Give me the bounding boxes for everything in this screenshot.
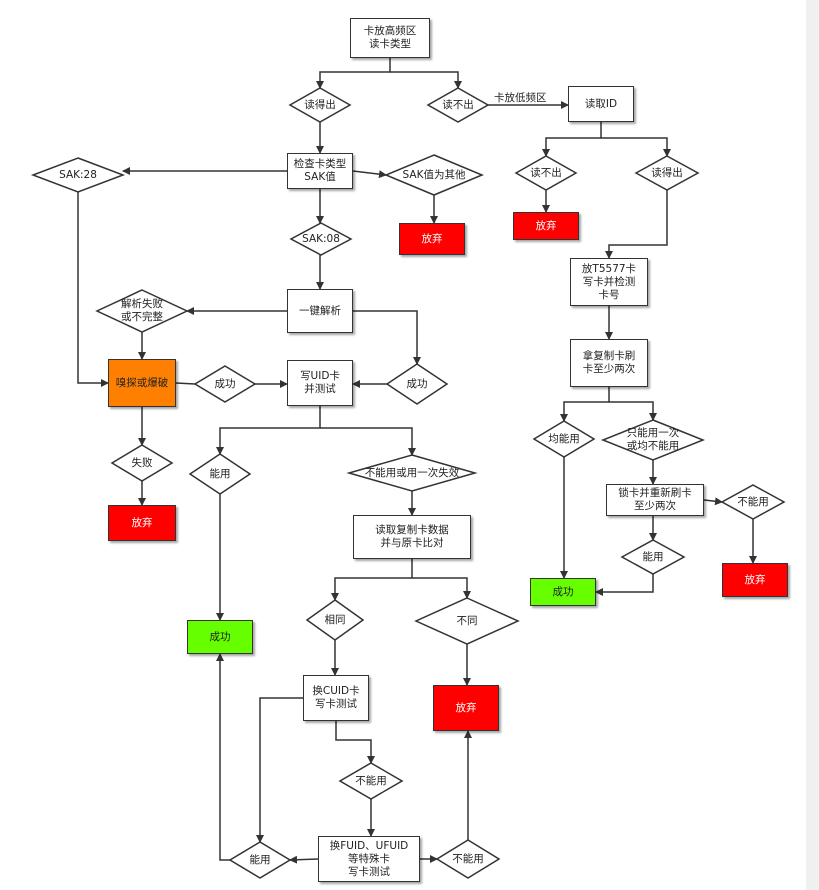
- decision-once-only: 只能用一次 或均不能用: [626, 427, 680, 452]
- node-giveup-3: 放弃: [108, 505, 176, 541]
- connector-36: [331, 559, 413, 601]
- connector-23: [560, 387, 610, 422]
- connector-26: [320, 427, 416, 456]
- decision-id-fail: 读不出: [530, 166, 562, 179]
- node-giveup-2: 放弃: [513, 212, 579, 240]
- decision-usable-bottom-shape: [228, 841, 292, 879]
- node-t5577: 放T5577卡 写卡并检测 卡号: [570, 258, 648, 306]
- decision-success-right-shape: [385, 363, 449, 405]
- decision-success-left-shape: [193, 365, 257, 403]
- edge-label-low-freq: 卡放低频区: [494, 92, 547, 104]
- decision-unusable-bottom-shape: [435, 839, 501, 879]
- decision-can-read: 读得出: [304, 98, 336, 111]
- node-start: 卡放高频区 读卡类型: [350, 18, 430, 58]
- connector-44: [289, 855, 319, 864]
- node-giveup-1: 放弃: [399, 223, 465, 255]
- node-success-1: 成功: [530, 578, 596, 606]
- decision-sak-other: SAK值为其他: [402, 168, 466, 181]
- decision-unusable-center: 不能用: [355, 774, 387, 787]
- connector-1: [316, 58, 391, 89]
- connector-6: [601, 137, 671, 157]
- node-sniff: 嗅探或爆破: [108, 359, 176, 407]
- connector-2: [390, 71, 462, 89]
- node-check-type: 检查卡类型 SAK值: [287, 153, 353, 189]
- decision-usable-bottom: 能用: [249, 853, 271, 866]
- page-edge: [806, 0, 819, 890]
- decision-sak08: SAK:08: [302, 232, 340, 245]
- decision-sak28: SAK:28: [59, 168, 97, 181]
- connector-41: [256, 697, 303, 843]
- node-write-uid: 写UID卡 并测试: [287, 360, 353, 406]
- connector-19: [175, 382, 196, 385]
- connector-40: [335, 721, 375, 764]
- connector-43: [216, 653, 230, 861]
- decision-diff: 不同: [456, 614, 478, 627]
- node-fuid: 换FUID、UFUID 等特殊卡 写卡测试: [318, 836, 420, 882]
- decision-usable-right: 能用: [642, 550, 664, 563]
- decision-unusable-bottom: 不能用: [452, 852, 484, 865]
- connector-37: [412, 577, 471, 599]
- connector-5: [542, 122, 602, 157]
- node-one-click: 一键解析: [287, 289, 353, 333]
- node-read-id: 读取ID: [568, 86, 634, 122]
- connector-30: [703, 497, 723, 506]
- connector-13: [77, 192, 109, 387]
- connector-8: [352, 170, 387, 179]
- node-lock-retry: 锁卡并重新刷卡 至少两次: [606, 484, 704, 516]
- connector-24: [609, 401, 657, 421]
- node-success-2: 成功: [187, 620, 253, 654]
- node-copy-twice: 拿复制卡刷 卡至少两次: [570, 339, 648, 387]
- connector-12: [605, 190, 668, 259]
- connector-34: [595, 574, 654, 596]
- node-cuid: 换CUID卡 写卡测试: [303, 675, 369, 721]
- connector-16: [353, 310, 421, 365]
- decision-sak08-shape: [289, 222, 353, 256]
- decision-id-ok: 读得出: [651, 166, 683, 179]
- decision-usable-1: 能用: [209, 467, 231, 480]
- decision-unusable-right: 不能用: [737, 495, 769, 508]
- decision-cannot-read-shape: [426, 87, 490, 123]
- node-giveup-5: 放弃: [433, 685, 499, 731]
- decision-unusable-once: 不能用或用一次失效: [364, 466, 460, 479]
- decision-success-left: 成功: [214, 377, 236, 390]
- decision-fail: 失败: [131, 456, 153, 469]
- node-giveup-4: 放弃: [722, 563, 788, 597]
- decision-cannot-read: 读不出: [442, 98, 474, 111]
- connector-25: [216, 406, 321, 455]
- decision-same: 相同: [324, 613, 346, 626]
- node-read-copy: 读取复制卡数据 并与原卡比对: [353, 515, 471, 559]
- decision-all-ok: 均能用: [548, 432, 580, 445]
- decision-success-right: 成功: [406, 377, 428, 390]
- decision-parse-fail: 解析失败 或不完整: [121, 298, 163, 323]
